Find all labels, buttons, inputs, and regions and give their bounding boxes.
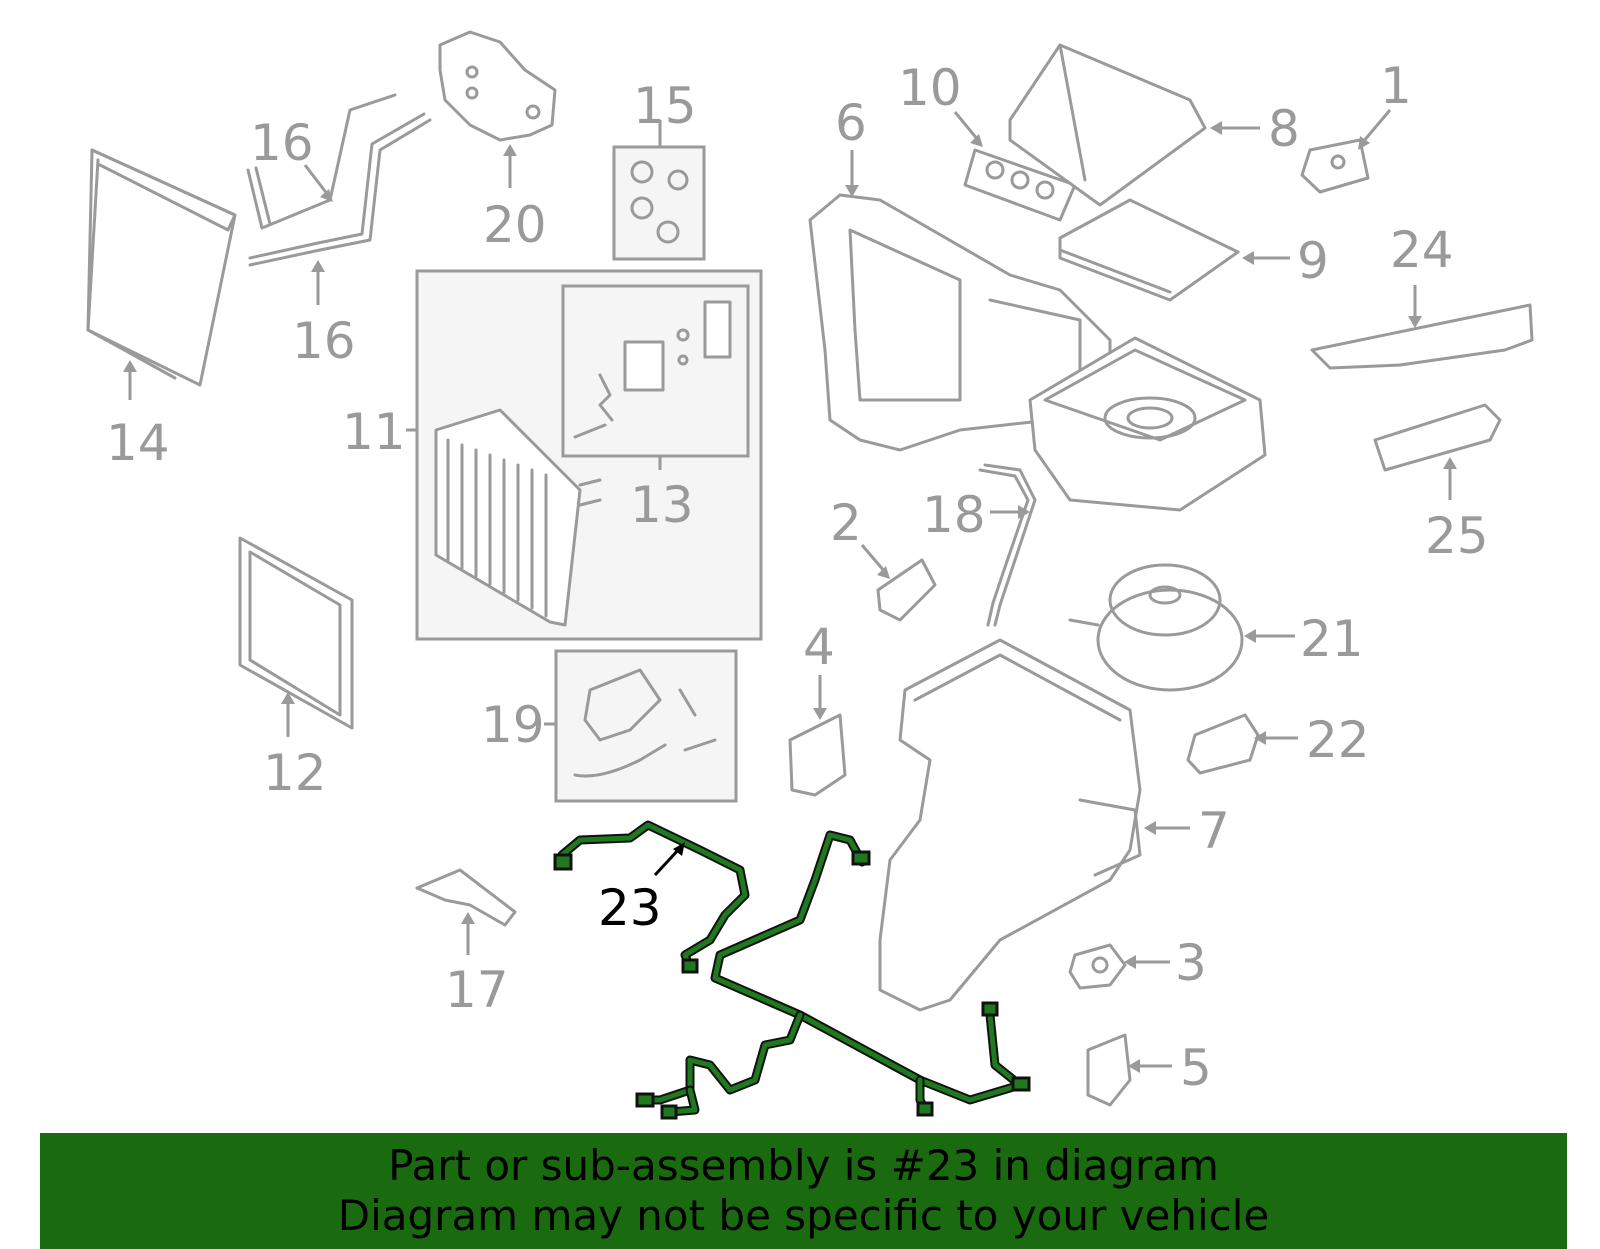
banner-line-part: Part or sub-assembly is #23 in diagram [388,1141,1219,1190]
part-6-drawing [808,193,1112,452]
callout-2: 2 [830,494,862,552]
part-2-drawing [876,558,937,622]
part-10-drawing [963,148,1077,222]
callout-23: 23 [598,879,662,937]
part-7-drawing [878,638,1142,1012]
callout-25: 25 [1425,507,1489,565]
leader-lines [123,109,1457,1073]
callout-5: 5 [1180,1039,1212,1097]
part-14-drawing [86,148,237,387]
part-25-drawing [1373,403,1502,472]
part-9-drawing [1058,198,1240,302]
callout-labels: 1 2 3 4 5 6 7 8 9 10 11 12 13 14 15 16 1… [106,57,1489,1097]
callout-13: 13 [630,476,694,534]
callout-18: 18 [922,486,986,544]
part-1-drawing [1300,138,1370,194]
callout-16-lower: 16 [292,312,356,370]
part-19-drawing [554,649,738,803]
banner-line-disclaimer: Diagram may not be specific to your vehi… [337,1191,1270,1240]
part-24-drawing [1310,303,1534,370]
part-23-harness[interactable] [553,820,1031,1120]
callout-7: 7 [1198,802,1230,860]
callout-24: 24 [1390,221,1454,279]
part-20-drawing [438,30,557,142]
part-17-drawing [415,868,517,927]
callout-12: 12 [263,744,327,802]
callout-17: 17 [445,961,509,1019]
part-15-drawing [612,145,706,261]
callout-3: 3 [1175,934,1207,992]
callout-9: 9 [1297,232,1329,290]
part-8-drawing [1008,43,1207,207]
info-banner: Part or sub-assembly is #23 in diagram D… [40,1133,1567,1249]
part-11-drawing [415,269,763,641]
callout-22: 22 [1306,711,1370,769]
callout-10: 10 [898,59,962,117]
callout-15: 15 [633,77,697,135]
callout-1: 1 [1380,57,1412,115]
part-22-drawing [1186,713,1260,775]
part-18-drawing [978,463,1037,627]
part-3-drawing [1068,943,1127,990]
part-5-drawing [1086,1033,1132,1107]
callout-16-upper: 16 [250,114,314,172]
part-21-drawing [1068,563,1244,692]
part-12-drawing [238,536,354,730]
callout-14: 14 [106,414,170,472]
blower-housing-drawing [1028,336,1267,512]
callout-19: 19 [481,696,545,754]
callout-21: 21 [1300,610,1364,668]
part-4-drawing [788,713,847,797]
callout-4: 4 [803,618,835,676]
callout-8: 8 [1268,100,1300,158]
callout-6: 6 [835,94,867,152]
callout-20: 20 [483,196,547,254]
callout-11: 11 [342,403,406,461]
